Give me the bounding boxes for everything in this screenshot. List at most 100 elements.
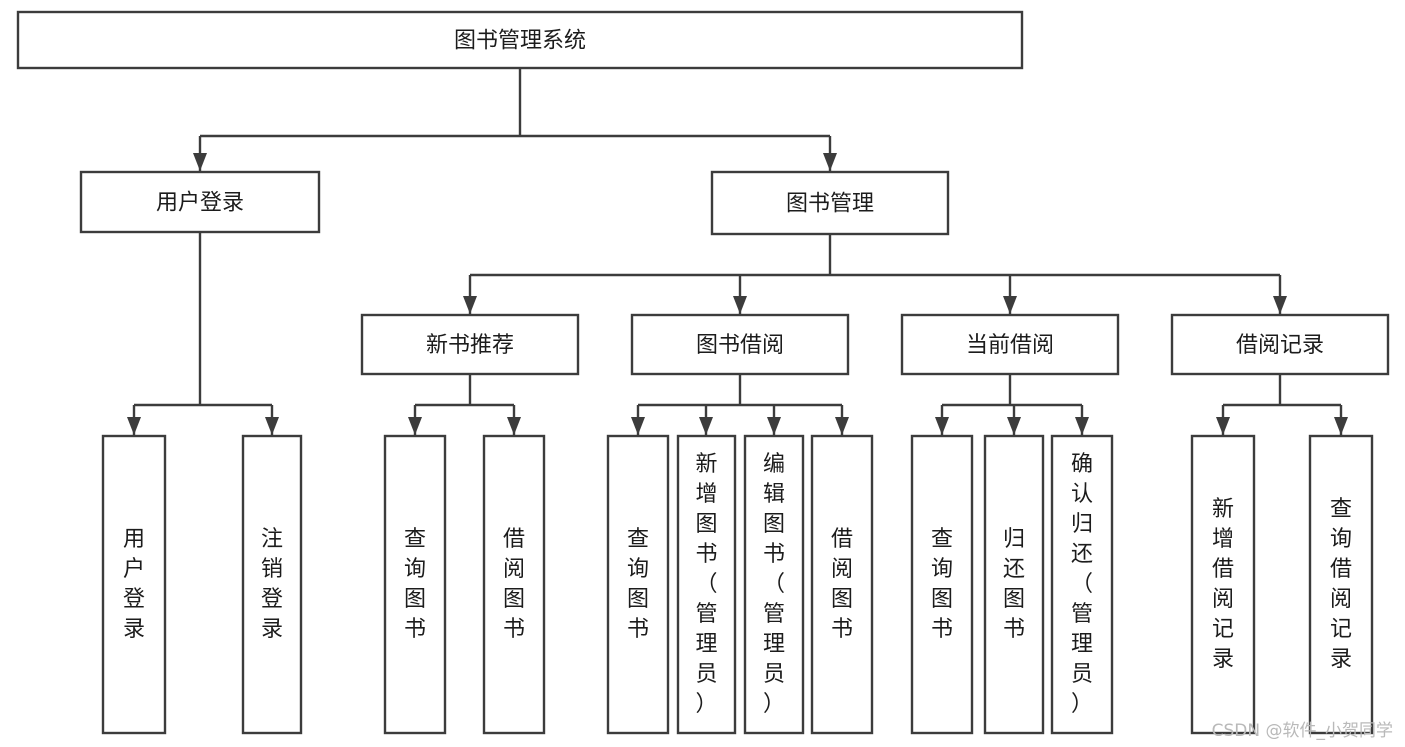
node-label: 用户登录 xyxy=(156,191,244,216)
node-label-char: 图 xyxy=(695,512,717,537)
node-label: 图书管理系统 xyxy=(454,29,586,54)
node-label-char: 图 xyxy=(1003,587,1025,612)
node-l2-用户登录[interactable]: 用户登录 xyxy=(79,170,321,234)
node-label-char: 询 xyxy=(627,557,649,582)
arrow-head-icon xyxy=(631,417,645,435)
node-box xyxy=(16,10,1024,70)
node-label: 图书借阅 xyxy=(696,333,784,358)
node-label-char: 理 xyxy=(763,632,785,657)
node-label-char: 用 xyxy=(123,527,145,552)
arrow-head-icon xyxy=(1075,417,1089,435)
node-box xyxy=(1308,434,1374,735)
node-label-char: 图 xyxy=(627,587,649,612)
node-label-char: 借 xyxy=(1330,557,1352,582)
node-box xyxy=(383,434,447,735)
node-box xyxy=(810,434,874,735)
node-l3-图书借阅[interactable]: 图书借阅 xyxy=(630,313,850,376)
arrow-head-icon xyxy=(127,417,141,435)
node-label-char: 增 xyxy=(695,482,717,507)
node-l3-借阅记录[interactable]: 借阅记录 xyxy=(1170,313,1390,376)
node-l3-当前借阅[interactable]: 当前借阅 xyxy=(900,313,1120,376)
arrow-head-icon xyxy=(733,296,747,314)
node-l3-新书推荐[interactable]: 新书推荐 xyxy=(360,313,580,376)
arrow-head-icon xyxy=(193,153,207,171)
node-box xyxy=(630,313,850,376)
node-label-char: 书 xyxy=(1003,617,1025,642)
node-label: 借阅记录 xyxy=(1236,333,1324,358)
arrow-head-icon xyxy=(1334,417,1348,435)
node-label-char: 询 xyxy=(404,557,426,582)
arrow-head-icon xyxy=(823,153,837,171)
arrow-head-icon xyxy=(699,417,713,435)
node-label-char: 员 xyxy=(1071,662,1093,687)
node-label-char: 询 xyxy=(1330,527,1352,552)
node-label-char: 阅 xyxy=(503,557,525,582)
node-label-char: 新 xyxy=(1212,497,1234,522)
node-leaf-用户登录[interactable]: 用户登录 xyxy=(101,434,167,735)
node-label-char: 录 xyxy=(1212,647,1234,672)
connector-lines xyxy=(127,68,1348,435)
node-label-char: 图 xyxy=(931,587,953,612)
node-label-char: 书 xyxy=(695,542,717,567)
node-root-图书管理系统[interactable]: 图书管理系统 xyxy=(16,10,1024,70)
node-label-char: 阅 xyxy=(831,557,853,582)
node-label-char: 销 xyxy=(261,557,283,582)
node-label-char: 询 xyxy=(931,557,953,582)
node-label-char: 确 xyxy=(1071,452,1093,477)
node-box xyxy=(983,434,1045,735)
node-box xyxy=(710,170,950,236)
node-label-char: 登 xyxy=(123,587,145,612)
node-box xyxy=(1050,434,1114,735)
node-label-char: 查 xyxy=(404,527,426,552)
node-label-char: 图 xyxy=(404,587,426,612)
node-label-char: 管 xyxy=(763,602,785,627)
node-label-char: （ xyxy=(1071,572,1093,597)
node-box xyxy=(79,170,321,234)
node-label-char: 管 xyxy=(695,602,717,627)
node-label-char: 查 xyxy=(931,527,953,552)
node-label-char: 书 xyxy=(503,617,525,642)
arrow-head-icon xyxy=(507,417,521,435)
node-label-char: 注 xyxy=(261,527,283,552)
node-label-char: 阅 xyxy=(1212,587,1234,612)
arrow-head-icon xyxy=(1273,296,1287,314)
node-label-char: 认 xyxy=(1071,482,1093,507)
node-label-char: （ xyxy=(695,572,717,597)
node-label-char: 查 xyxy=(627,527,649,552)
node-box xyxy=(676,434,737,735)
node-l2-图书管理[interactable]: 图书管理 xyxy=(710,170,950,236)
node-label-char: 还 xyxy=(1003,557,1025,582)
arrow-head-icon xyxy=(1007,417,1021,435)
node-label-char: 阅 xyxy=(1330,587,1352,612)
arrow-head-icon xyxy=(1003,296,1017,314)
node-box xyxy=(101,434,167,735)
node-label-char: 书 xyxy=(763,542,785,567)
node-label-char: 增 xyxy=(1212,527,1234,552)
arrow-head-icon xyxy=(408,417,422,435)
node-label-char: 记 xyxy=(1330,617,1352,642)
arrow-head-icon xyxy=(767,417,781,435)
node-label-char: 登 xyxy=(261,587,283,612)
node-label-char: 归 xyxy=(1071,512,1093,537)
node-label-char: 管 xyxy=(1071,602,1093,627)
arrow-head-icon xyxy=(835,417,849,435)
node-label: 新书推荐 xyxy=(426,333,514,358)
node-label-char: 新 xyxy=(695,452,717,477)
node-label-char: 记 xyxy=(1212,617,1234,642)
node-label-char: 理 xyxy=(695,632,717,657)
node-box xyxy=(900,313,1120,376)
